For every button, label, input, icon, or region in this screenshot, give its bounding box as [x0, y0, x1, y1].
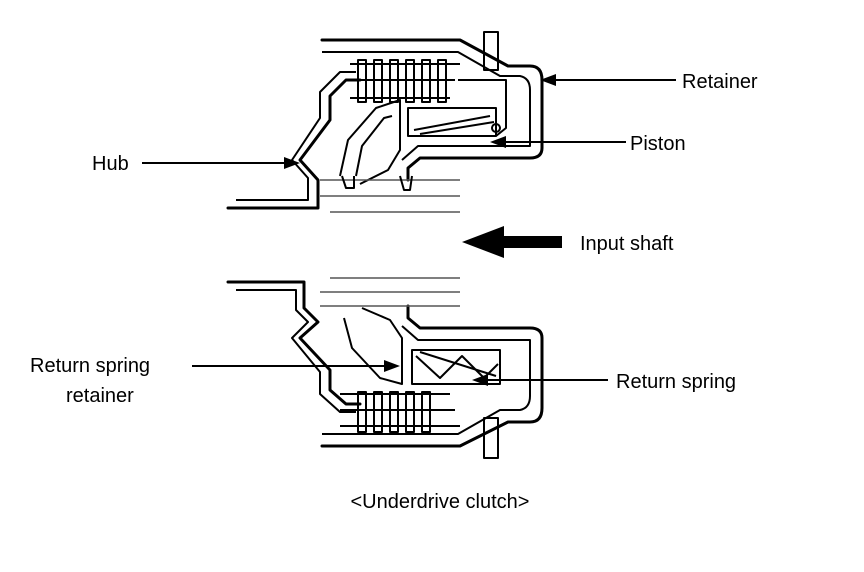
label-return-spring: Return spring — [616, 371, 736, 393]
hub-lower — [226, 280, 362, 406]
clutch-discs-upper — [350, 59, 460, 103]
piston-upper — [407, 79, 507, 137]
label-retainer: Retainer — [682, 71, 758, 93]
clutch-upper-section — [226, 31, 544, 213]
leader-lines — [142, 74, 676, 386]
shaft-stub-lower — [483, 417, 499, 459]
input-shaft-arrow — [462, 226, 562, 258]
label-input-shaft: Input shaft — [580, 233, 674, 255]
retainer-shell-upper — [320, 38, 544, 182]
shaft-stub-upper — [483, 31, 499, 71]
label-return-spring-retainer-line1: Return spring — [30, 355, 150, 377]
label-hub: Hub — [92, 153, 129, 175]
clutch-lower-section — [226, 277, 544, 459]
label-piston: Piston — [630, 133, 686, 155]
hub-upper — [226, 78, 362, 210]
clutch-discs-lower — [340, 391, 460, 433]
diagram-caption: <Underdrive clutch> — [351, 491, 530, 513]
return-spring-lower — [411, 349, 501, 385]
label-return-spring-retainer-line2: retainer — [66, 385, 134, 407]
retainer-shell-lower — [320, 304, 544, 448]
